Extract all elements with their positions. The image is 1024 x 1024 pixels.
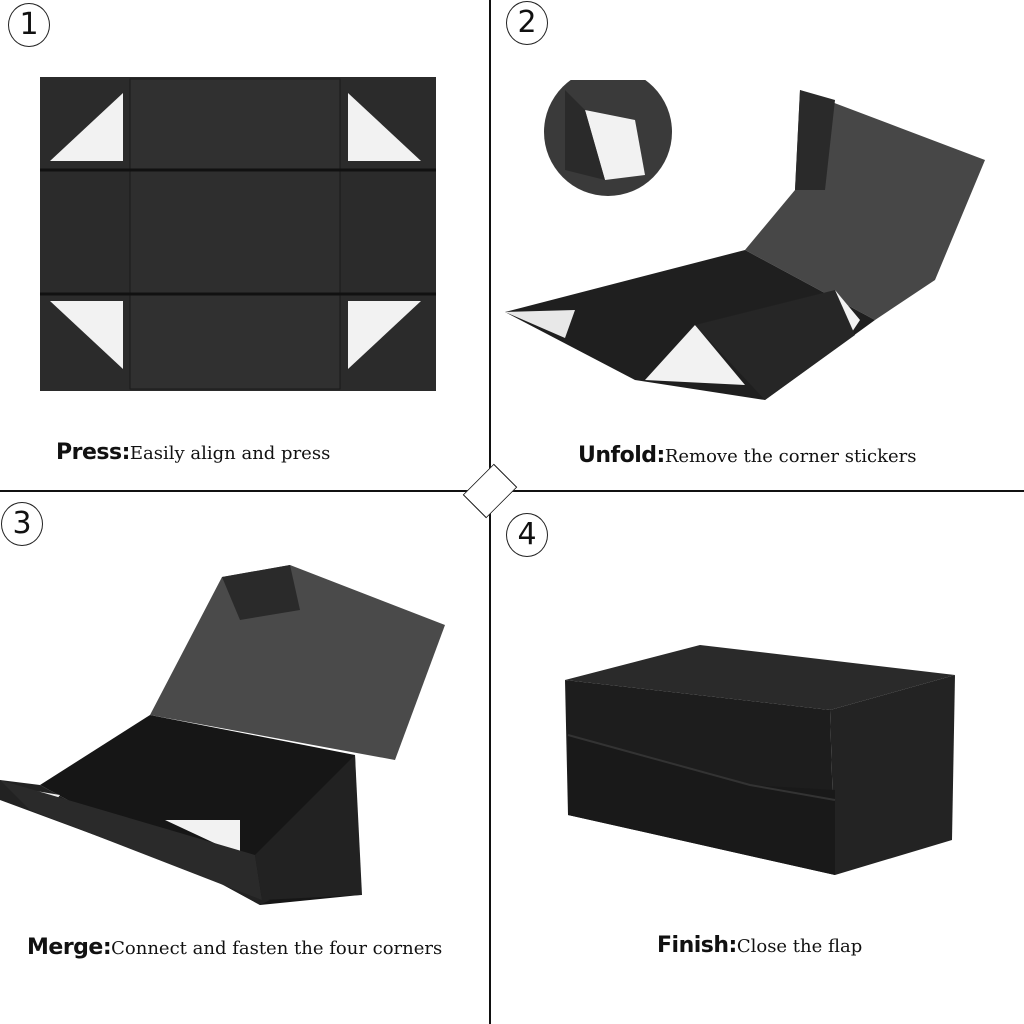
step-2-title: Unfold: bbox=[578, 443, 665, 468]
step-3-description: Connect and fasten the four corners bbox=[111, 938, 443, 959]
step-3-title: Merge: bbox=[27, 935, 112, 960]
step-number-3: 3 bbox=[1, 502, 43, 546]
step-4-caption: Finish:Close the flap bbox=[657, 933, 862, 958]
step-2-caption: Unfold:Remove the corner stickers bbox=[578, 443, 916, 468]
step-1-title: Press: bbox=[56, 440, 130, 465]
step-4-description: Close the flap bbox=[736, 936, 863, 957]
step-4-title: Finish: bbox=[657, 933, 737, 958]
step-2-description: Remove the corner stickers bbox=[664, 446, 917, 467]
step-number-1: 1 bbox=[8, 3, 50, 47]
flat-box-image bbox=[40, 77, 436, 391]
merged-box-image bbox=[0, 565, 445, 905]
step-number-4: 4 bbox=[506, 513, 548, 557]
center-diamond bbox=[462, 463, 518, 519]
unfolded-box-image bbox=[505, 80, 985, 400]
closed-box-image bbox=[565, 645, 955, 875]
step-1-description: Easily align and press bbox=[129, 443, 331, 464]
step-3-caption: Merge:Connect and fasten the four corner… bbox=[27, 935, 442, 960]
step-number-2: 2 bbox=[506, 1, 548, 45]
step-1-caption: Press:Easily align and press bbox=[56, 440, 330, 465]
